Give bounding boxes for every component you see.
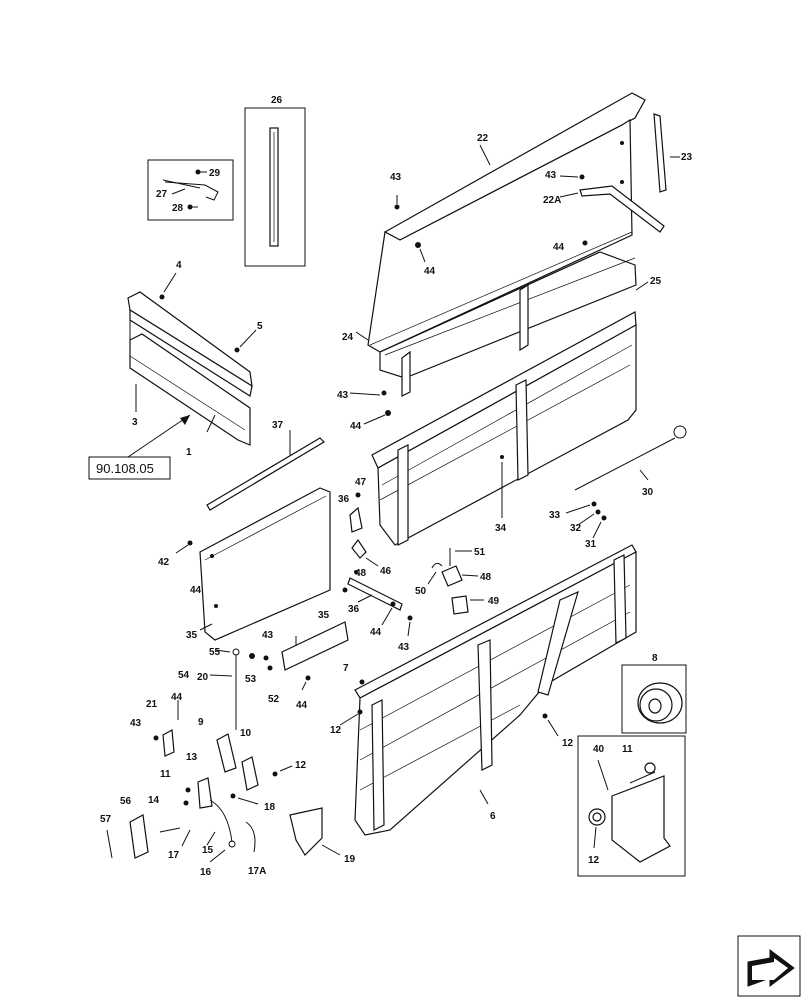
callout-5: 5	[257, 321, 263, 332]
next-page-arrow-icon[interactable]	[737, 935, 801, 997]
callout-9: 9	[198, 717, 204, 728]
part-20-rod: 55 53 54 20 52	[178, 647, 280, 730]
callout-46: 46	[380, 566, 392, 577]
callout-44-f: 44	[296, 700, 308, 711]
callout-16: 16	[200, 867, 212, 878]
callout-14: 14	[148, 795, 160, 806]
reference-link[interactable]: 90.108.05	[88, 414, 191, 480]
callout-22a: 22A	[543, 195, 561, 206]
callout-44-d: 44	[190, 585, 202, 596]
part-25-panel	[371, 311, 637, 546]
callout-54: 54	[178, 670, 190, 681]
callout-23: 23	[681, 152, 693, 163]
fasteners-top: 43 44	[390, 172, 436, 277]
part-8-roller: 8	[621, 653, 687, 734]
callout-26: 26	[271, 95, 283, 106]
callout-24: 24	[342, 332, 354, 343]
callout-55: 55	[209, 647, 221, 658]
callout-12-c: 12	[295, 760, 307, 771]
callout-19: 19	[344, 854, 356, 865]
callout-20: 20	[197, 672, 209, 683]
fasteners-31-33: 33 32 31	[549, 501, 607, 550]
callout-10: 10	[240, 728, 252, 739]
callout-47: 47	[355, 477, 367, 488]
part-35-panel: 42 44 35	[158, 487, 331, 641]
callout-44-b: 44	[424, 266, 436, 277]
callout-56: 56	[120, 796, 132, 807]
callout-40: 40	[593, 744, 605, 755]
callout-12-a: 12	[330, 725, 342, 736]
callout-36-b: 36	[348, 604, 360, 615]
hardware-cluster: 21 44 43 9 10 12 13 11 14 18 56 57 17 15…	[100, 692, 307, 878]
fasteners-mid: 35 36 44 43	[318, 587, 413, 653]
part-37: 37	[206, 420, 325, 511]
callout-51: 51	[474, 547, 486, 558]
center-brackets: 46 48 51 48 50 49	[347, 538, 500, 615]
callout-21: 21	[146, 699, 158, 710]
callout-29: 29	[209, 168, 221, 179]
callout-6: 6	[490, 811, 496, 822]
part-1: 4 5 3 1	[127, 260, 263, 458]
callout-43-d: 43	[398, 642, 410, 653]
callout-37: 37	[272, 420, 284, 431]
part-6-panel: 7 12 12 6	[330, 544, 637, 836]
callout-27: 27	[156, 189, 168, 200]
callout-52: 52	[268, 694, 280, 705]
callout-57: 57	[100, 814, 112, 825]
callout-43-e: 43	[262, 630, 274, 641]
callout-12-d: 12	[588, 855, 600, 866]
callout-35-b: 35	[318, 610, 330, 621]
callout-48: 48	[355, 568, 367, 579]
callout-32: 32	[570, 523, 582, 534]
callout-44-e: 44	[370, 627, 382, 638]
detail-box-bracket: 40 11 12	[577, 735, 686, 877]
callout-43-b: 43	[390, 172, 402, 183]
part-30: 30	[574, 425, 687, 498]
callout-25: 25	[650, 276, 662, 287]
callout-28: 28	[172, 203, 184, 214]
callout-17a: 17A	[248, 866, 266, 877]
callout-35-a: 35	[186, 630, 198, 641]
callout-50: 50	[415, 586, 427, 597]
callout-43-f: 43	[130, 718, 142, 729]
bracket-36-47: 47 36	[338, 477, 367, 533]
reference-label: 90.108.05	[96, 461, 154, 476]
callout-22: 22	[477, 133, 489, 144]
callout-11-a: 11	[160, 769, 171, 780]
bar-52: 43 44	[262, 621, 349, 711]
callout-48-b: 48	[480, 572, 492, 583]
callout-34: 34	[495, 523, 507, 534]
top-panel-22	[367, 92, 646, 397]
callout-53: 53	[245, 674, 257, 685]
callout-36-a: 36	[338, 494, 350, 505]
callout-13: 13	[186, 752, 198, 763]
detail-box-clip: 29 27 28	[147, 159, 234, 221]
callout-4: 4	[176, 260, 182, 271]
callout-44-g: 44	[171, 692, 183, 703]
part-23: 23	[653, 113, 693, 193]
callout-44-c: 44	[350, 421, 362, 432]
detail-box-strip: 26	[244, 95, 306, 267]
callout-7: 7	[343, 663, 349, 674]
callout-12-b: 12	[562, 738, 574, 749]
callout-17: 17	[168, 850, 180, 861]
callout-43-a: 43	[545, 170, 557, 181]
callout-18: 18	[264, 802, 276, 813]
callout-3: 3	[132, 417, 138, 428]
callout-30: 30	[642, 487, 654, 498]
callout-8: 8	[652, 653, 658, 664]
callout-49: 49	[488, 596, 500, 607]
callout-42: 42	[158, 557, 170, 568]
callout-31: 31	[585, 539, 597, 550]
callout-1: 1	[186, 447, 192, 458]
callout-44-a: 44	[553, 242, 565, 253]
callout-15: 15	[202, 845, 214, 856]
part-19: 19	[289, 807, 356, 865]
callout-33: 33	[549, 510, 561, 521]
callout-43-c: 43	[337, 390, 349, 401]
part-22a: 43 22A 44	[543, 170, 665, 253]
callout-11-b: 11	[622, 744, 633, 755]
